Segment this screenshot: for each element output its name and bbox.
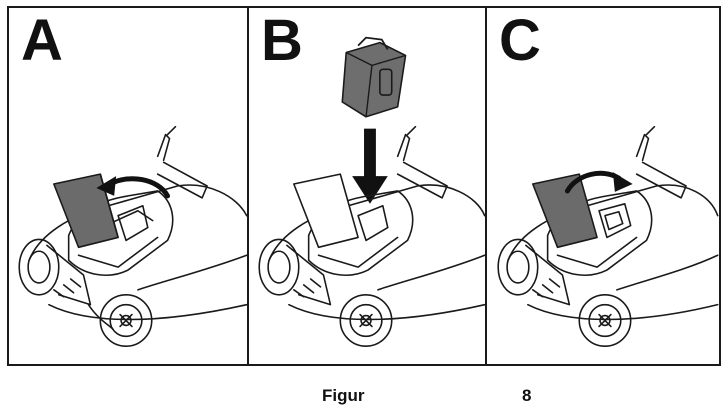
panel-letter-b: B [261, 8, 303, 73]
panel-a: A [9, 8, 249, 364]
panel-c: C [487, 8, 719, 364]
mower-illustration-c [497, 125, 719, 347]
curved-arrow-left-icon [96, 176, 171, 199]
battery-flap [531, 173, 598, 249]
panel-letter-a: A [21, 8, 63, 73]
battery-pack-icon [341, 36, 407, 118]
figure-frame: A [7, 6, 721, 366]
curved-arrow-right-icon [564, 170, 633, 194]
mower-illustration-b [258, 36, 485, 347]
figure-caption-number: 8 [522, 386, 532, 405]
panel-b: B [249, 8, 487, 364]
mower-illustration-a [18, 125, 247, 347]
figure-caption-label: Figur [322, 386, 365, 405]
down-arrow-icon [352, 128, 388, 204]
panel-letter-c: C [499, 8, 541, 73]
